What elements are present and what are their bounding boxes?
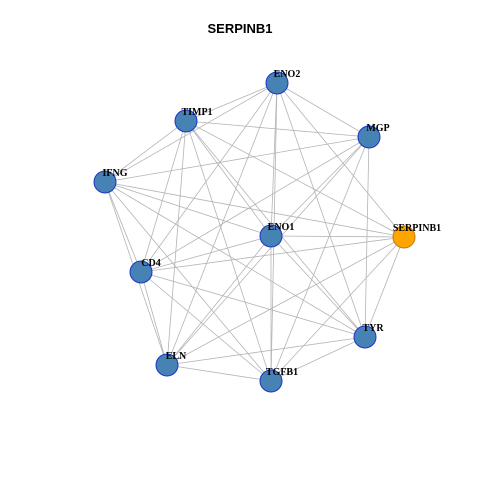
node-tgfb1 (259, 369, 283, 393)
edge-timp1-tgfb1 (185, 120, 272, 382)
edge-eno2-timp1 (185, 82, 278, 122)
node-eno1 (259, 224, 283, 248)
edge-serpinb1-tgfb1 (270, 236, 405, 382)
edge-eno1-eln (166, 235, 272, 366)
node-layer (93, 71, 416, 393)
edge-serpinb1-cd4 (140, 236, 405, 273)
edge-eno1-serpinb1 (270, 235, 405, 238)
edge-ifng-eno1 (104, 181, 272, 237)
edge-eno1-cd4 (140, 235, 272, 273)
edge-cd4-eln (140, 271, 168, 366)
edge-mgp-ifng (104, 136, 370, 183)
node-eno2 (265, 71, 289, 95)
edge-timp1-mgp (185, 120, 370, 138)
node-ifng (93, 170, 117, 194)
edge-timp1-eno1 (185, 120, 272, 237)
node-label-tyr: TYR (362, 323, 384, 334)
edge-timp1-eln (166, 120, 187, 366)
edge-ifng-serpinb1 (104, 181, 405, 238)
node-label-eln: ELN (166, 351, 187, 362)
edge-ifng-cd4 (104, 181, 142, 273)
node-eln (155, 353, 179, 377)
edge-tyr-tgfb1 (270, 336, 366, 382)
edge-eno2-eno1 (270, 82, 278, 237)
edge-eno2-ifng (104, 82, 278, 183)
node-cd4 (129, 260, 153, 284)
edge-cd4-tyr (140, 271, 366, 338)
node-label-ifng: IFNG (103, 168, 128, 179)
node-label-cd4: CD4 (141, 258, 160, 269)
edge-ifng-tgfb1 (104, 181, 272, 382)
edge-serpinb1-eln (166, 236, 405, 366)
edge-mgp-tgfb1 (270, 136, 370, 382)
node-label-eno2: ENO2 (274, 69, 301, 80)
edge-mgp-cd4 (140, 136, 370, 273)
edge-eno2-serpinb1 (276, 82, 405, 238)
edge-mgp-eln (166, 136, 370, 366)
edge-layer (104, 82, 405, 382)
node-label-tgfb1: TGFB1 (266, 367, 298, 378)
edge-eln-tgfb1 (166, 364, 272, 382)
edge-mgp-eno1 (270, 136, 370, 237)
node-label-timp1: TIMP1 (181, 107, 212, 118)
edge-cd4-tgfb1 (140, 271, 272, 382)
edge-tyr-eln (166, 336, 366, 366)
node-label-serpinb1: SERPINB1 (393, 223, 441, 234)
edge-eno2-mgp (276, 82, 370, 138)
node-label-mgp: MGP (366, 123, 389, 134)
edge-timp1-cd4 (140, 120, 187, 273)
edge-eno2-cd4 (140, 82, 278, 273)
edge-eno1-tyr (270, 235, 366, 338)
node-mgp (357, 125, 381, 149)
node-timp1 (174, 109, 198, 133)
node-serpinb1 (392, 225, 416, 249)
edge-timp1-ifng (104, 120, 187, 183)
node-tyr (353, 325, 377, 349)
edge-serpinb1-tyr (364, 236, 405, 338)
chart-title: SERPINB1 (207, 21, 273, 36)
node-label-eno1: ENO1 (268, 222, 295, 233)
